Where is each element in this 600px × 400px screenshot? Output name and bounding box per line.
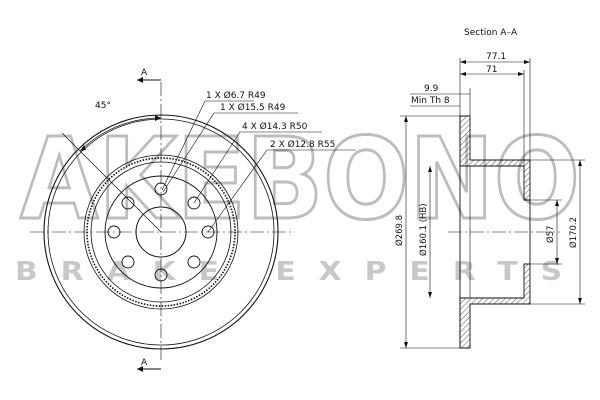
watermark: AKEBONO BRAKE EXPERTS (15, 114, 585, 288)
arrow-57-bottom (555, 258, 559, 264)
section-profile-lower (459, 263, 531, 349)
section-profile-upper (459, 115, 531, 201)
section-arrow-bottom (137, 366, 143, 372)
angle-arrow-right (155, 115, 161, 121)
section-title: Section A–A (464, 28, 518, 38)
arrow-160-top (428, 166, 432, 172)
arrow-57-top (555, 200, 559, 206)
angle-arc (79, 117, 162, 152)
arrow-160-bottom (428, 292, 432, 298)
leader-hole-3 (193, 131, 322, 204)
hole-callout-3: 4 X Ø14.3 R50 (242, 121, 308, 132)
arrow-71-right (518, 72, 524, 76)
angle-ray (61, 132, 162, 233)
hole-callout-2: 1 X Ø15.5 R49 (220, 102, 286, 113)
section-mark-bottom: A (141, 358, 148, 368)
arrow-71-left (460, 72, 466, 76)
dim-overall-height: 77.1 (486, 52, 506, 62)
hole-callout-1: 1 X Ø6.7 R49 (206, 90, 266, 101)
bolt-hole-right-lower (187, 255, 201, 269)
leader-hole-4 (207, 149, 356, 233)
dim-thickness: 9.9 (424, 84, 439, 94)
front-view (30, 77, 356, 372)
watermark-brand: AKEBONO (20, 115, 580, 245)
dim-hub-bore: Ø57 (545, 225, 556, 243)
dim-hat-height: 71 (486, 65, 497, 75)
dim-outer-diameter: Ø269.8 (394, 215, 405, 246)
leader-hole-2 (162, 112, 298, 193)
dim-center-bore: Ø160.1 (HB) (418, 203, 429, 256)
arrow-269-bottom (404, 342, 408, 348)
arrow-77-left (460, 60, 466, 64)
bolt-hole-left-lower (121, 255, 135, 269)
arrow-77-right (524, 60, 530, 64)
bolt-hole-left-upper (121, 196, 135, 210)
section-view (400, 58, 585, 349)
dim-min-thickness: Min Th 8 (411, 96, 450, 106)
arrow-269-top (404, 116, 408, 122)
angle-label: 45° (95, 101, 111, 111)
dim-hat-diameter: Ø170.2 (568, 217, 579, 248)
arrow-170-top (578, 160, 582, 166)
leader-hole-1 (161, 100, 254, 191)
watermark-tagline: BRAKE EXPERTS (15, 257, 585, 287)
arrow-170-bottom (578, 298, 582, 304)
section-arrow-top (137, 77, 143, 83)
section-mark-top: A (141, 68, 148, 78)
bolt-hole-right-upper (187, 196, 201, 210)
angle-arrow-left (80, 145, 86, 151)
hole-callout-4: 2 X Ø12.8 R55 (270, 139, 335, 150)
